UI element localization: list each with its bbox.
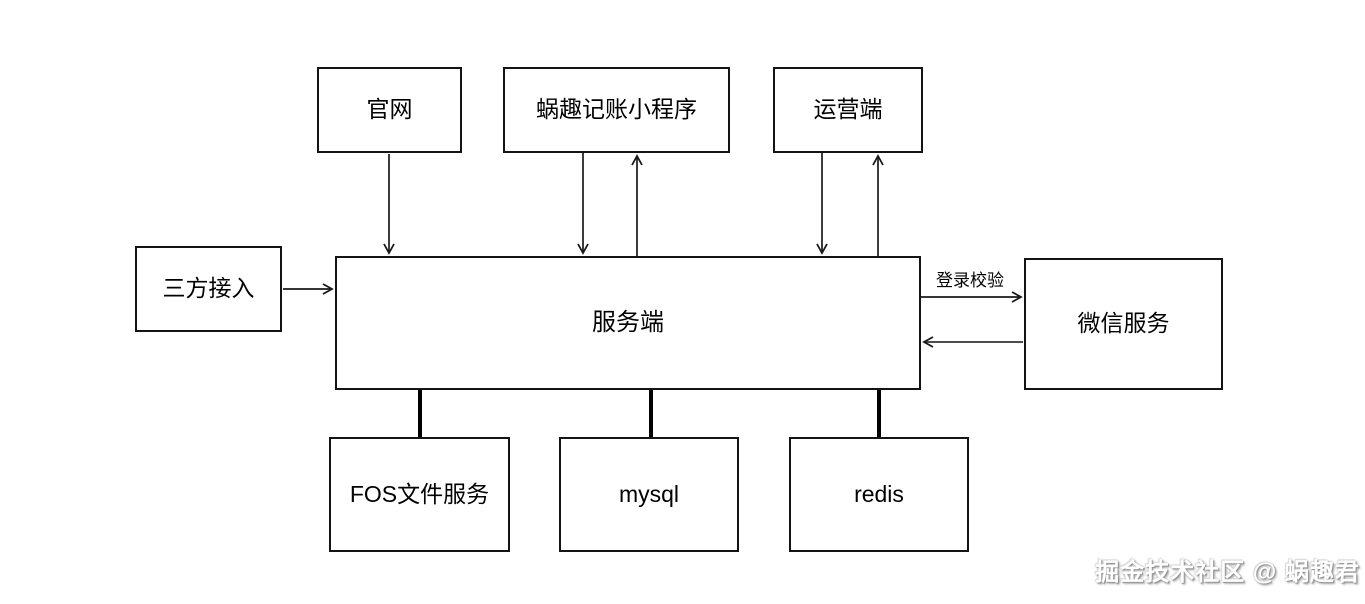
node-wechat-service-label: 微信服务 [1077, 310, 1170, 337]
node-server-label: 服务端 [592, 308, 664, 336]
node-mini-program-label: 蜗趣记账小程序 [536, 96, 697, 123]
node-fos-file-service-label: FOS文件服务 [349, 480, 490, 507]
node-wechat-service: 微信服务 [1024, 258, 1223, 390]
node-third-party-label: 三方接入 [162, 275, 255, 302]
node-operations: 运营端 [773, 67, 923, 153]
node-third-party: 三方接入 [135, 246, 282, 332]
node-operations-label: 运营端 [813, 96, 883, 123]
node-mysql: mysql [559, 437, 739, 552]
edge-label-login-verify: 登录校验 [936, 271, 1004, 290]
node-redis: redis [789, 437, 969, 552]
node-official-site-label: 官网 [366, 96, 413, 123]
node-mysql-label: mysql [618, 480, 680, 507]
node-mini-program: 蜗趣记账小程序 [503, 67, 730, 153]
node-official-site: 官网 [317, 67, 462, 153]
node-fos-file-service: FOS文件服务 [329, 437, 510, 552]
node-redis-label: redis [854, 480, 904, 507]
watermark: 掘金技术社区 @ 蜗趣君 [1095, 559, 1360, 586]
node-server: 服务端 [335, 256, 921, 390]
